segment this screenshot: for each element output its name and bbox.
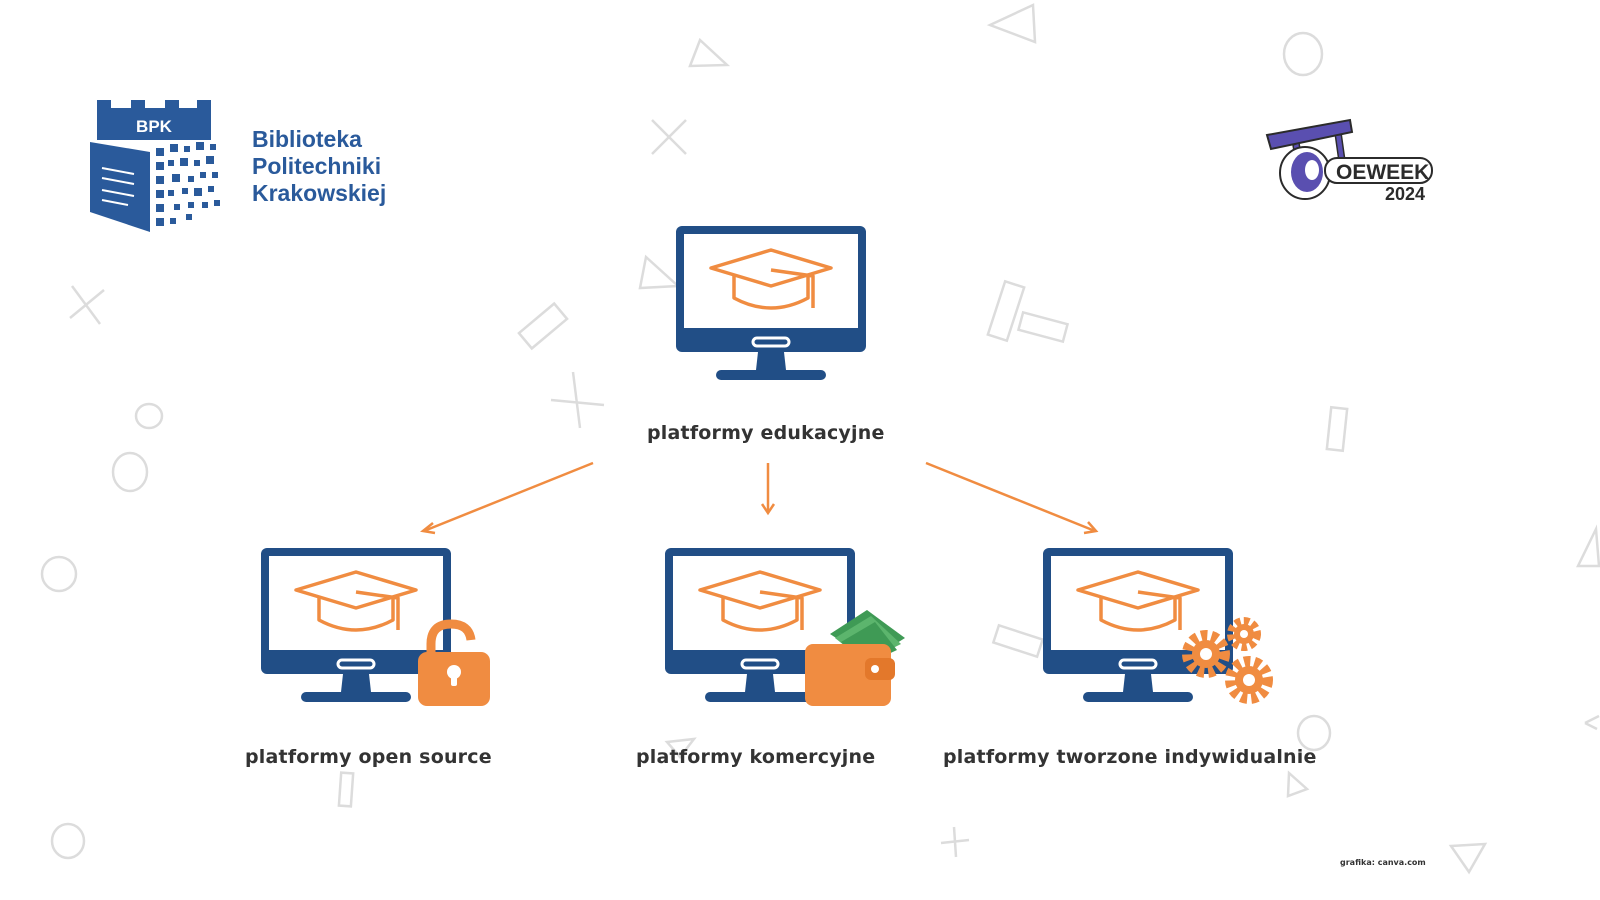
- arrow-individual: [925, 461, 1096, 533]
- library-name-line-1: Biblioteka: [252, 126, 362, 152]
- oeweek-name: OEWEEK: [1336, 161, 1430, 184]
- arrow-open-source: [423, 461, 594, 533]
- library-name-line-3: Krakowskiej: [252, 180, 387, 206]
- oeweek-logo-icon: [1265, 118, 1433, 200]
- bpk-badge-text: BPK: [136, 117, 173, 136]
- wallet-icon: [805, 610, 905, 706]
- library-name: Biblioteka Politechniki Krakowskiej: [252, 126, 386, 207]
- root-label: platformy edukacyjne: [647, 422, 885, 444]
- commercial-label: platformy komercyjne: [636, 746, 876, 768]
- image-credit: grafika: canva.com: [1340, 858, 1426, 867]
- oeweek-year: 2024: [1385, 184, 1426, 204]
- individual-monitor-icon: [1043, 548, 1273, 704]
- open-source-label: platformy open source: [245, 746, 492, 768]
- root-monitor-icon: [676, 226, 866, 380]
- individual-label: platformy tworzone indywidualnie: [943, 746, 1317, 768]
- open-padlock-icon: [418, 619, 490, 706]
- open-source-monitor-icon: [261, 548, 490, 706]
- arrow-commercial-head: [760, 503, 776, 516]
- bpk-logo-icon: BPK: [90, 100, 220, 232]
- commercial-monitor-icon: [665, 548, 905, 706]
- arrow-open-source-head: [420, 522, 436, 535]
- gears-icon: [1182, 617, 1273, 704]
- library-name-line-2: Politechniki: [252, 153, 382, 179]
- arrow-individual-head: [1083, 521, 1099, 535]
